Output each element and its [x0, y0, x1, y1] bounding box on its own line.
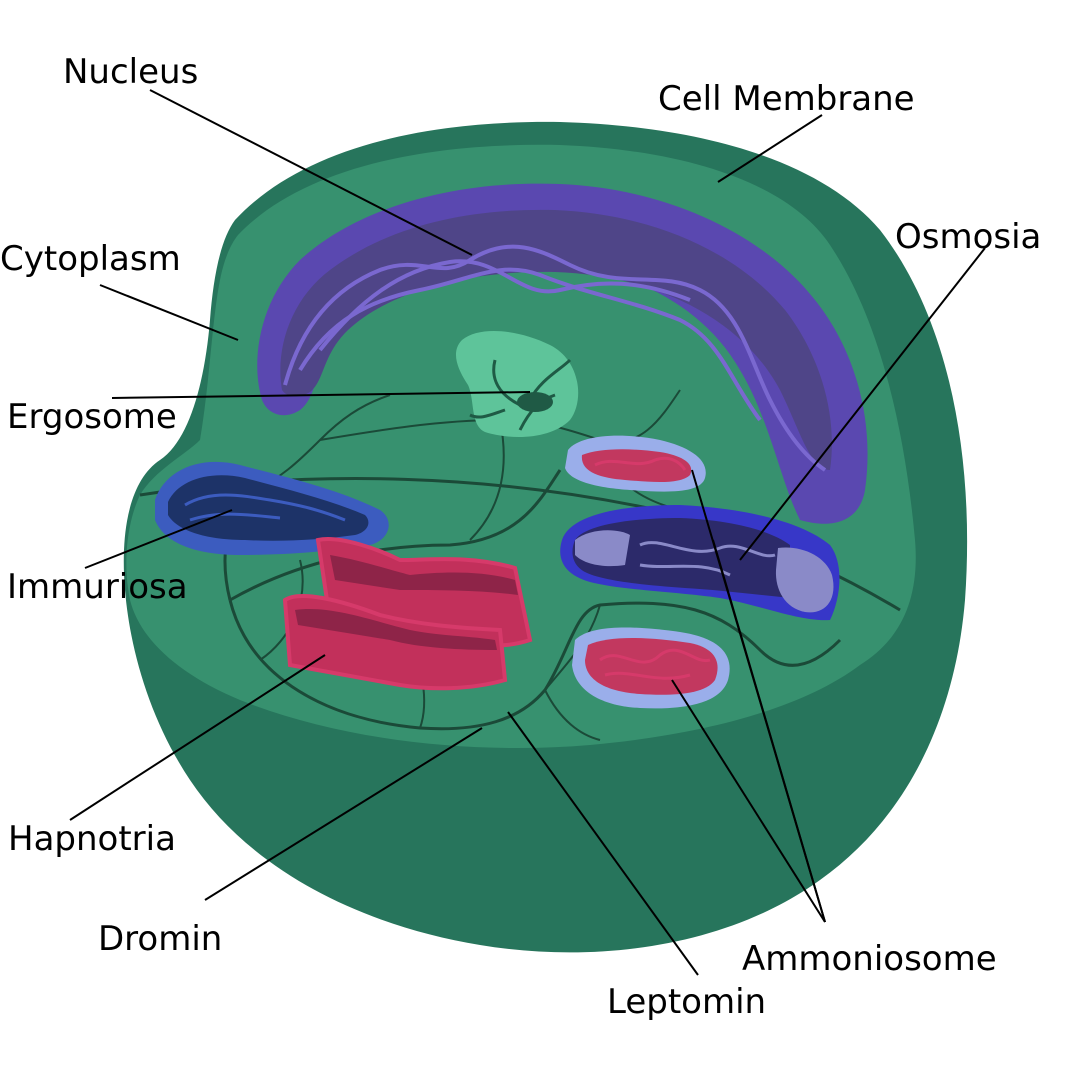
- hapnotria: [282, 537, 533, 691]
- immuriosa-inner: [168, 475, 369, 541]
- ammoniosome-upper: [565, 435, 706, 492]
- leader-dromin: [204, 727, 483, 901]
- label-dromin: Dromin: [98, 919, 223, 959]
- label-ammoniosome: Ammoniosome: [742, 939, 997, 979]
- ammoniosome-lower: [572, 627, 730, 709]
- label-ergosome: Ergosome: [7, 397, 177, 437]
- label-hapnotria: Hapnotria: [8, 819, 176, 859]
- leader-osmosia: [739, 247, 986, 561]
- label-leptomin: Leptomin: [607, 982, 767, 1022]
- hapnotria-back-top: [330, 555, 518, 595]
- label-osmosia: Osmosia: [895, 217, 1042, 257]
- ergosome-body: [517, 392, 553, 412]
- leader-lines: [69, 89, 986, 976]
- leader-nucleus: [149, 89, 473, 256]
- label-cell-membrane: Cell Membrane: [658, 79, 915, 119]
- leader-cell-membrane: [717, 114, 823, 183]
- hapnotria-front-top: [295, 609, 497, 650]
- leader-cytoplasm: [99, 284, 239, 341]
- ergosome-halo: [455, 330, 579, 437]
- label-cytoplasm: Cytoplasm: [0, 239, 181, 279]
- label-immuriosa: Immuriosa: [7, 567, 188, 607]
- nucleus-inner: [280, 209, 832, 471]
- label-nucleus: Nucleus: [63, 52, 199, 92]
- leader-ammoniosome-c: [671, 679, 826, 923]
- immuriosa-folds: [184, 493, 346, 522]
- leader-ammoniosome-b: [712, 539, 826, 923]
- leader-ergosome: [111, 391, 531, 399]
- leader-immuriosa: [84, 509, 233, 569]
- leader-leptomin: [507, 711, 699, 976]
- chromatin-strands: [283, 244, 827, 472]
- leader-hapnotria: [69, 654, 326, 821]
